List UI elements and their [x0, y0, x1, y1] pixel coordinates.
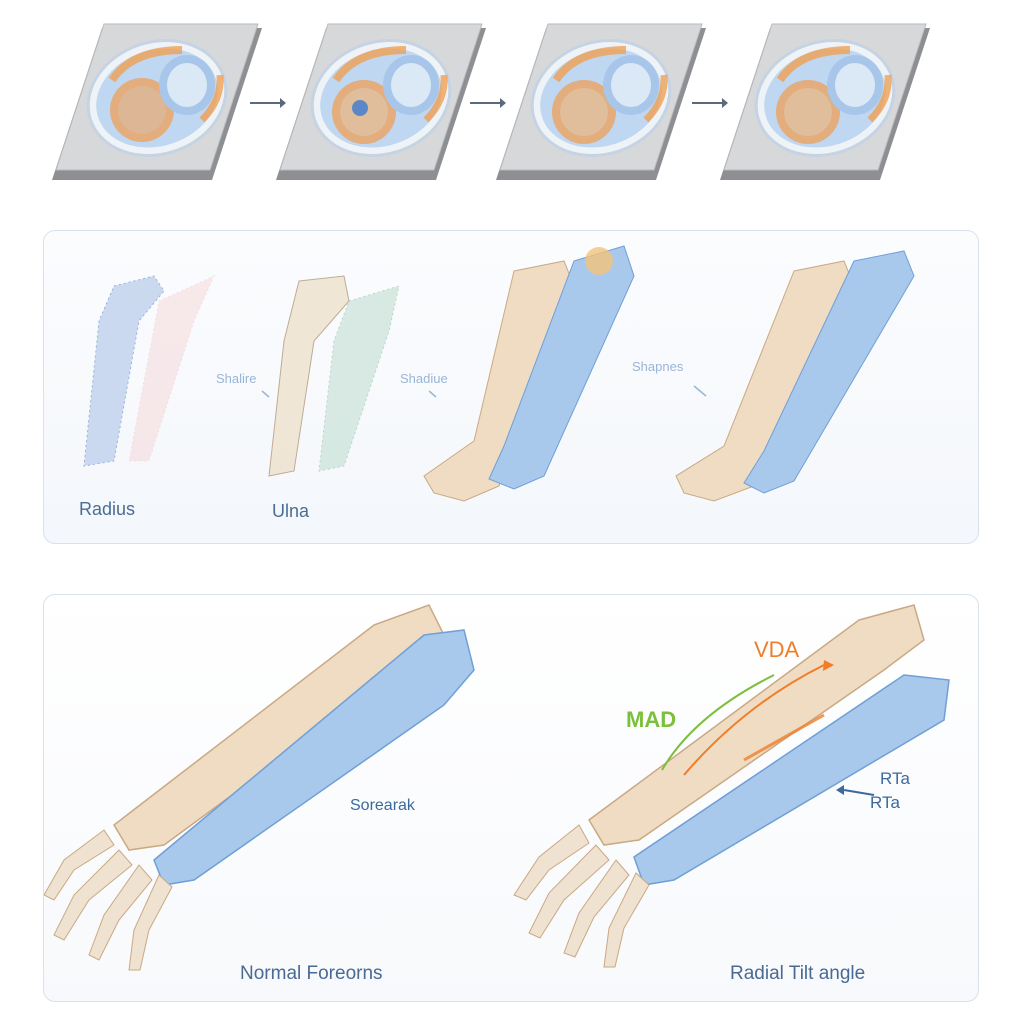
step-label-3: Shapnes: [632, 359, 684, 374]
tilted-forearm: [513, 604, 950, 968]
normal-forearm: [44, 604, 475, 971]
arrow-right-icon: [470, 98, 506, 108]
step-label-2: Shadiue: [400, 371, 448, 386]
radius-point-cloud: [83, 275, 215, 467]
slice-slide-3: [496, 20, 706, 185]
mad-label: MAD: [626, 707, 677, 732]
bone-model-3: [423, 245, 635, 502]
forearm-inline-label: Sorearak: [350, 797, 415, 814]
bone-model-4: [675, 250, 915, 502]
step-label-1: Shalire: [216, 371, 257, 386]
forearm-comparison-panel: Normal Foreorns Sorearak Radial Tilt ang…: [43, 594, 979, 1002]
forearm-illustration: [44, 604, 950, 971]
vda-label: VDA: [754, 637, 800, 662]
radius-label: Radius: [79, 499, 136, 519]
rta-label-2: RTa: [870, 793, 900, 812]
rta-label-1: RTa: [880, 769, 910, 788]
reconstruction-panel: Radius Ulna Shalire Shadiue Shapnes: [43, 230, 979, 544]
radial-tilt-caption: Radial Tilt angle: [730, 963, 866, 984]
arrow-right-icon: [250, 98, 286, 108]
arrow-right-icon: [692, 98, 728, 108]
ulna-label: Ulna: [272, 501, 310, 521]
reconstruction-illustration: [83, 245, 915, 502]
ulna-point-cloud: [268, 275, 400, 477]
slice-slide-4: [720, 20, 930, 185]
slice-slide-1: [52, 20, 262, 185]
normal-forearm-caption: Normal Foreorns: [240, 963, 383, 984]
slice-slide-2: [276, 20, 486, 185]
